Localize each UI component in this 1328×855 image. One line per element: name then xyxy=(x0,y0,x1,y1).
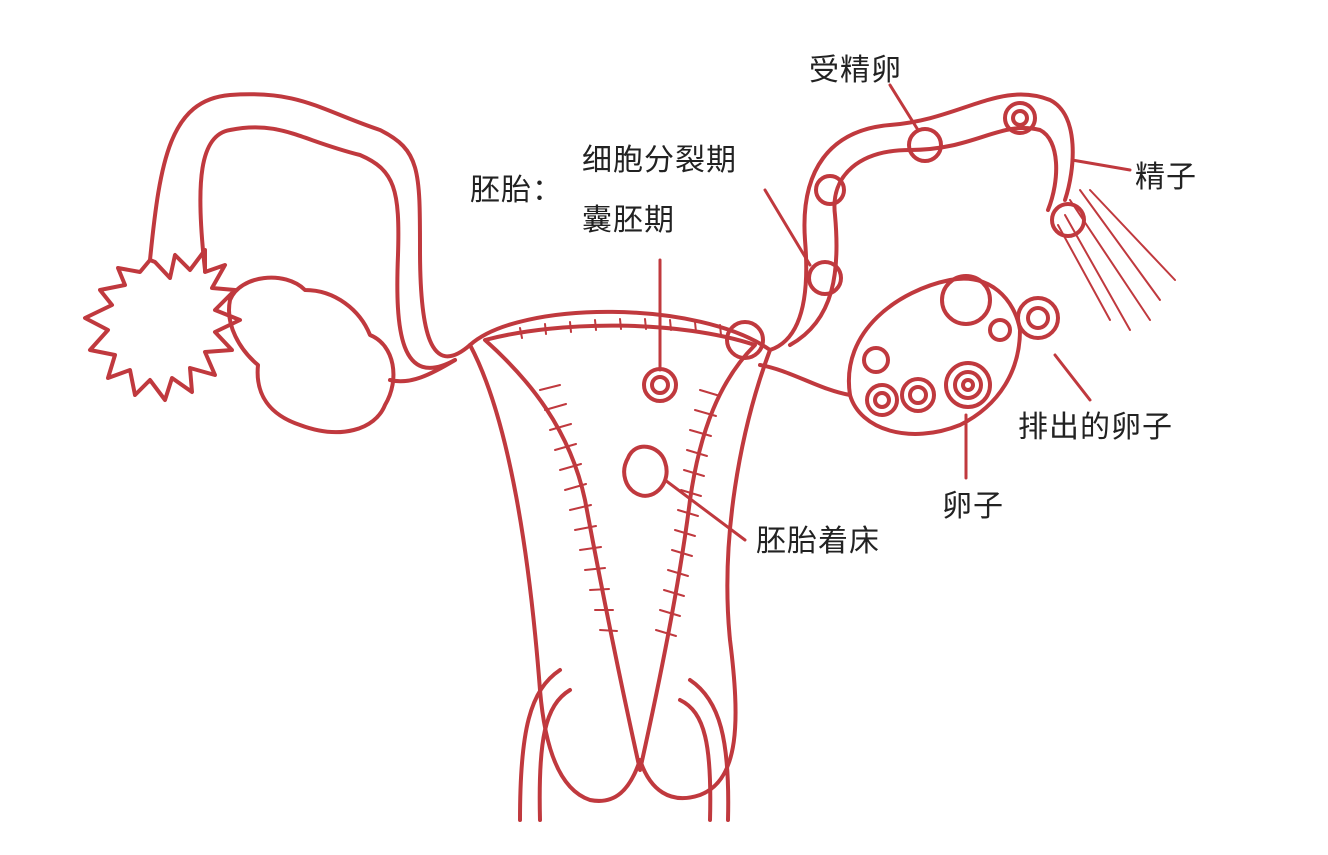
uterus-outline xyxy=(468,343,772,803)
blastocyst xyxy=(642,367,678,403)
uterus-inner-cavity xyxy=(483,323,757,772)
right-ovary xyxy=(846,276,1022,436)
vagina-right-inner xyxy=(678,698,713,822)
implanted-embryo xyxy=(622,444,669,498)
leader-lines xyxy=(658,83,1132,542)
morula xyxy=(725,320,765,360)
left-ovary xyxy=(227,275,396,434)
ovary-follicles xyxy=(862,274,1012,417)
blastocyst-stage-label: 囊胚期 xyxy=(582,203,675,238)
released-egg-label: 排出的卵子 xyxy=(1018,410,1173,445)
released-egg-cell xyxy=(1016,296,1060,340)
left-tube-inner xyxy=(198,125,457,370)
vagina-left-inner xyxy=(537,688,572,822)
cleavage-stage-label: 细胞分裂期 xyxy=(582,143,737,178)
sperm-streaks xyxy=(1057,189,1176,331)
sperm-label: 精子 xyxy=(1135,160,1197,195)
egg-label: 卵子 xyxy=(942,489,1004,524)
right-tube-outer xyxy=(768,92,1075,352)
right-tube-bottom xyxy=(758,363,852,397)
embryo-label: 胚胎： xyxy=(470,173,563,208)
vagina-right-wall xyxy=(688,678,731,822)
implantation-label: 胚胎着床 xyxy=(756,524,880,559)
left-tube-outer xyxy=(148,92,472,359)
vagina-left-wall xyxy=(518,668,562,822)
uterus-top xyxy=(468,309,772,352)
fertilized-egg-label: 受精卵 xyxy=(809,53,902,88)
left-ovary-ligament xyxy=(388,358,457,384)
tube-embryos xyxy=(807,101,1086,296)
endometrium-hatching xyxy=(519,318,722,637)
left-fimbriae xyxy=(83,248,242,402)
